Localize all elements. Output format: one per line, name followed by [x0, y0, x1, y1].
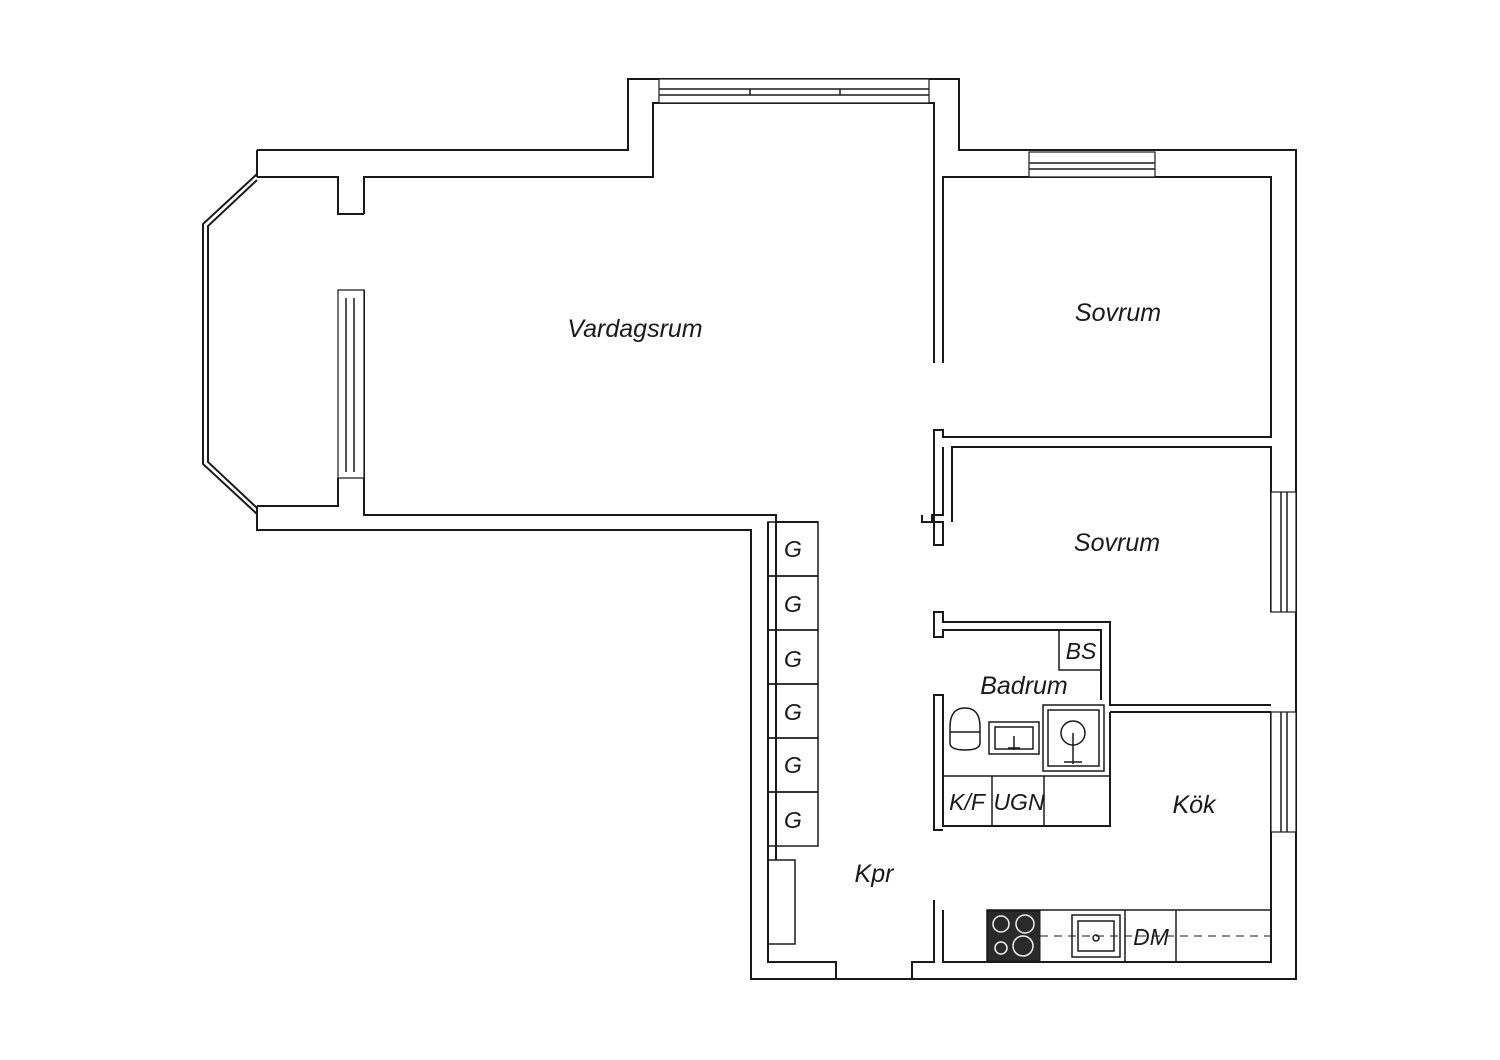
stove-icon: [987, 910, 1041, 962]
shower-icon: [1042, 704, 1105, 772]
laundry-label: BS: [1066, 638, 1097, 664]
bedroom-label: Sovrum: [1074, 529, 1160, 557]
wardrobe-label: G: [784, 807, 802, 833]
wardrobe-label: G: [784, 591, 802, 617]
dishwasher-label: DM: [1133, 924, 1170, 950]
room-labels: Vardagsrum Sovrum Sovrum Badrum Kök Kpr: [567, 299, 1217, 888]
bedroom-label: Sovrum: [1075, 299, 1161, 327]
bathroom-fixtures: BS: [949, 629, 1105, 772]
hallway-label: Kpr: [855, 860, 896, 888]
bay-window: [202, 171, 365, 515]
wardrobe-label: G: [784, 752, 802, 778]
kitchen-fixtures: K/F UGN DM: [942, 775, 1272, 963]
toilet-icon: [949, 707, 981, 751]
living-room-label: Vardagsrum: [567, 315, 702, 343]
wardrobes: G G G G G G: [767, 521, 819, 945]
oven-label: UGN: [993, 789, 1045, 815]
fridge-freezer-label: K/F: [949, 789, 987, 815]
wardrobe-label: G: [784, 646, 802, 672]
wardrobe-label: G: [784, 536, 802, 562]
wardrobe-label: G: [784, 699, 802, 725]
washbasin-icon: [988, 721, 1040, 755]
windows: [658, 78, 1297, 833]
kitchen-label: Kök: [1172, 791, 1217, 819]
bathroom-label: Badrum: [980, 672, 1068, 700]
